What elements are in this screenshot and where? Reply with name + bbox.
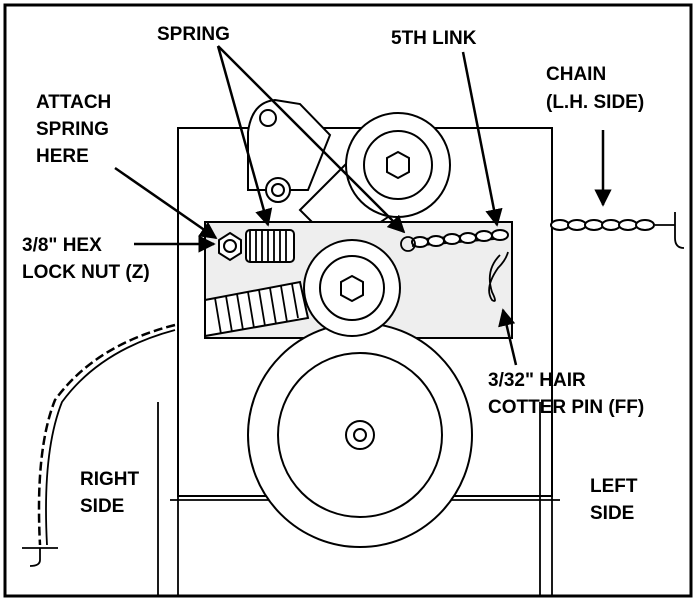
label-left-line2: SIDE bbox=[590, 503, 634, 524]
label-attach-line1: ATTACH bbox=[36, 92, 111, 113]
label-fifth-link: 5TH LINK bbox=[391, 28, 477, 49]
lower-spring bbox=[204, 280, 310, 338]
drive-pulley bbox=[247, 322, 473, 548]
hair-cotter-pin bbox=[488, 251, 509, 302]
label-cotter-line1: 3/32" HAIR bbox=[488, 370, 586, 391]
hex-lock-nut bbox=[218, 231, 242, 262]
label-attach-line2: SPRING bbox=[36, 119, 109, 140]
chain-right-side bbox=[22, 323, 176, 567]
label-chain-line2: (L.H. SIDE) bbox=[546, 92, 644, 113]
label-left-line1: LEFT bbox=[590, 476, 638, 497]
lower-idler-pulley bbox=[303, 239, 401, 337]
chain-lh-side bbox=[550, 212, 685, 249]
label-spring: SPRING bbox=[157, 24, 230, 45]
label-chain-line1: CHAIN bbox=[546, 64, 606, 85]
upper-idler-pulley bbox=[345, 112, 451, 218]
label-attach-line3: HERE bbox=[36, 146, 89, 167]
label-right-line1: RIGHT bbox=[80, 469, 140, 490]
label-right-line2: SIDE bbox=[80, 496, 124, 517]
label-cotter-line2: COTTER PIN (FF) bbox=[488, 397, 644, 418]
label-hex-line2: LOCK NUT (Z) bbox=[22, 262, 150, 283]
figure-border bbox=[3, 3, 693, 598]
trolley-chain bbox=[400, 229, 509, 252]
label-hex-line1: 3/8" HEX bbox=[22, 235, 102, 256]
upper-spring bbox=[245, 229, 295, 263]
leader-arrows bbox=[114, 45, 612, 366]
